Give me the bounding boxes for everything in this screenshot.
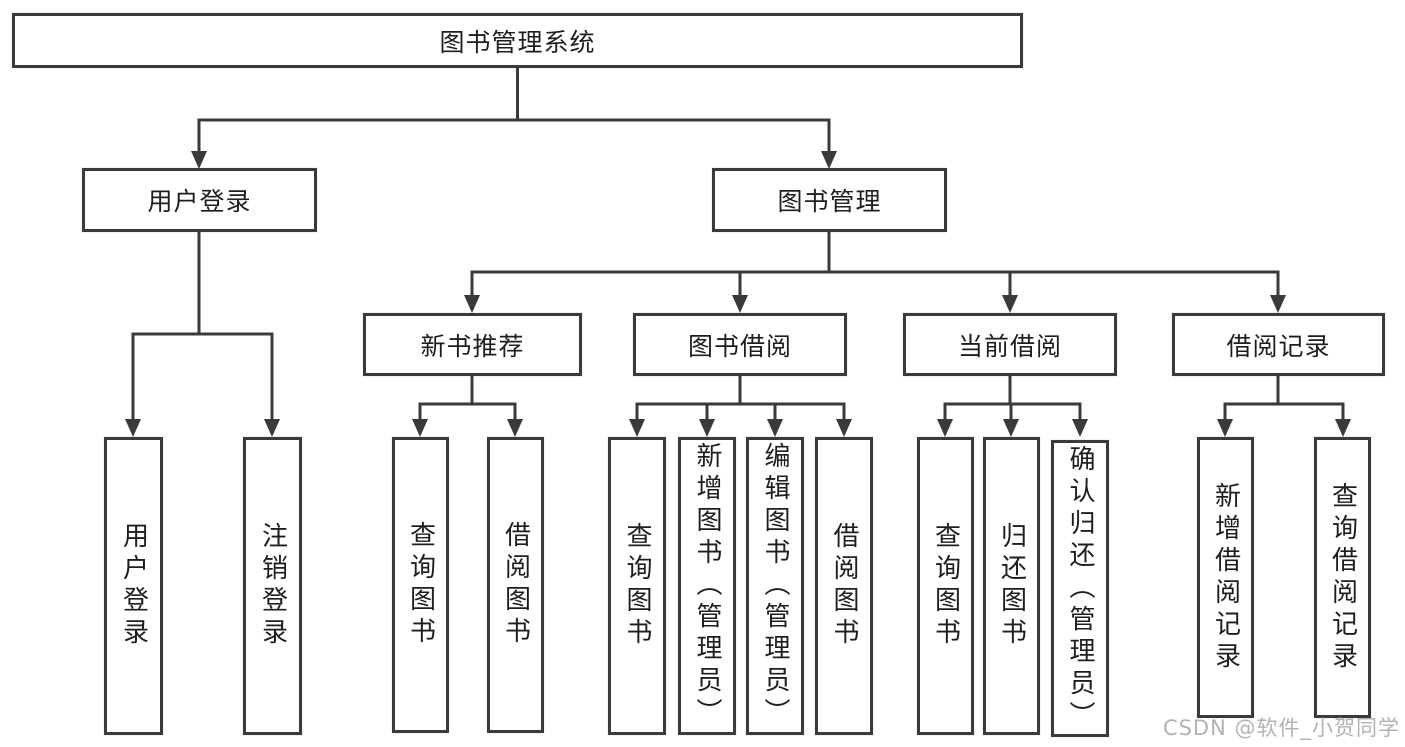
- node-borrow-add-book: 新增图书（管理员）: [678, 437, 736, 735]
- node-root-label: 图书管理系统: [439, 27, 596, 57]
- node-borrow-query-book-label: 查询图书: [622, 522, 652, 650]
- node-recommend-borrow-book-label: 借阅图书: [500, 521, 531, 649]
- node-current-return-book: 归还图书: [983, 437, 1040, 735]
- node-current-query-book: 查询图书: [917, 437, 974, 735]
- csdn-watermark: CSDN @软件_小贺同学: [1162, 716, 1400, 740]
- node-borrow-add-book-label: 新增图书（管理员）: [692, 442, 722, 730]
- node-borrow-edit-book-label: 编辑图书（管理员）: [760, 442, 790, 730]
- node-records-add-record-label: 新增借阅记录: [1210, 481, 1241, 674]
- connector-current-borrow: [937, 375, 1088, 437]
- node-borrow-edit-book: 编辑图书（管理员）: [746, 437, 804, 735]
- node-user-login: 用户登录: [104, 437, 163, 735]
- node-current-confirm-return-label: 确认归还（管理员）: [1065, 444, 1095, 733]
- connector-borrow-records: [1217, 375, 1351, 437]
- connector-root: [191, 67, 837, 169]
- node-current-borrow-label: 当前借阅: [957, 331, 1062, 361]
- connector-new-book-recommend: [412, 375, 523, 437]
- node-records-query-record-label: 查询借阅记录: [1327, 481, 1358, 674]
- node-new-book-recommend-label: 新书推荐: [420, 331, 525, 361]
- node-current-borrow: 当前借阅: [903, 313, 1117, 376]
- node-book-borrow-label: 图书借阅: [687, 331, 792, 361]
- connector-book-management: [464, 231, 1286, 313]
- node-current-return-book-label: 归还图书: [996, 522, 1027, 650]
- node-book-borrow: 图书借阅: [633, 313, 847, 376]
- node-user-login-group-label: 用户登录: [147, 187, 252, 216]
- node-user-login-group: 用户登录: [82, 168, 317, 232]
- node-current-confirm-return: 确认归还（管理员）: [1051, 440, 1109, 737]
- node-book-management: 图书管理: [712, 168, 947, 232]
- node-book-management-label: 图书管理: [777, 187, 882, 216]
- node-root: 图书管理系统: [12, 13, 1023, 68]
- node-logout-login: 注销登录: [243, 437, 302, 735]
- node-borrow-records: 借阅记录: [1172, 313, 1385, 376]
- node-current-query-book-label: 查询图书: [930, 522, 961, 650]
- node-borrow-query-book: 查询图书: [608, 437, 666, 735]
- node-recommend-query-book: 查询图书: [392, 437, 449, 733]
- node-records-add-record: 新增借阅记录: [1197, 437, 1254, 718]
- node-borrow-borrow-book: 借阅图书: [815, 437, 873, 735]
- node-recommend-query-book-label: 查询图书: [405, 521, 436, 649]
- node-recommend-borrow-book: 借阅图书: [487, 437, 544, 733]
- node-new-book-recommend: 新书推荐: [363, 313, 582, 376]
- node-records-query-record: 查询借阅记录: [1314, 437, 1371, 718]
- connector-book-borrow: [629, 375, 852, 437]
- node-logout-login-label: 注销登录: [257, 522, 288, 650]
- connector-user-login: [125, 231, 280, 437]
- node-borrow-borrow-book-label: 借阅图书: [829, 522, 859, 650]
- node-borrow-records-label: 借阅记录: [1226, 331, 1331, 361]
- node-user-login-label: 用户登录: [118, 522, 149, 650]
